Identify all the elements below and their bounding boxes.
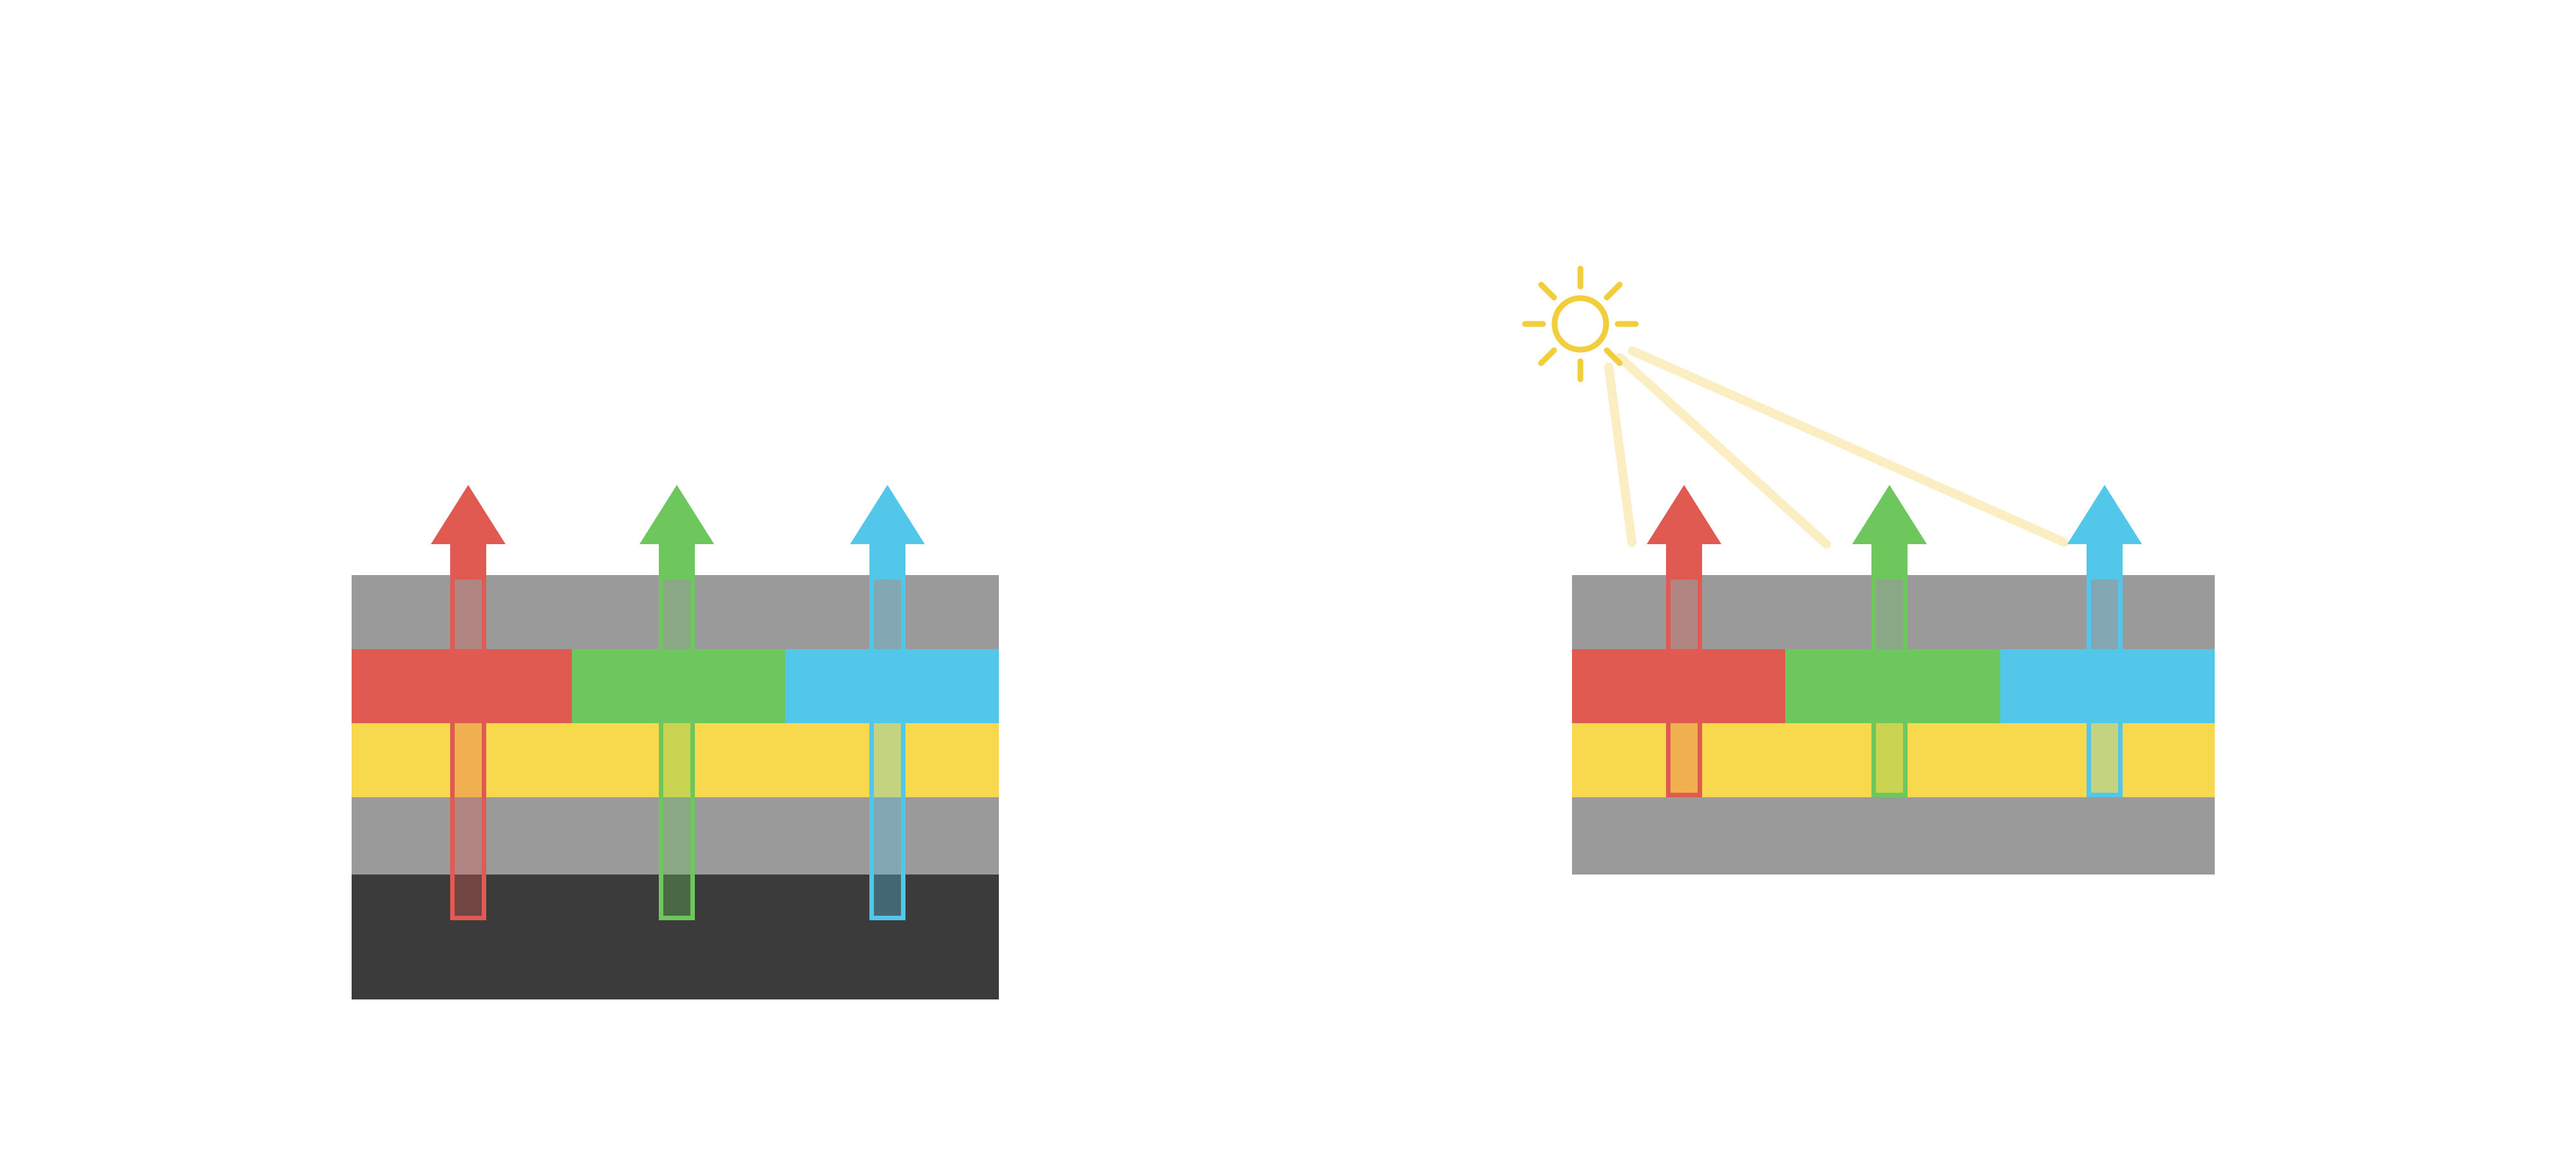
left-red-subpixel	[352, 649, 572, 723]
red-arrowhead	[431, 485, 506, 544]
right-green-subpixel	[1785, 649, 2000, 723]
green-arrow-shaft	[1871, 575, 1908, 797]
green-arrow-shaft	[659, 575, 695, 920]
sun-ray	[1604, 281, 1623, 301]
right-cyan-subpixel	[2000, 649, 2215, 723]
green-arrow-neck	[659, 544, 695, 576]
cyan-arrowhead	[2067, 485, 2142, 544]
cyan-arrowhead	[850, 485, 925, 544]
green-arrowhead	[1852, 485, 1927, 544]
right-top-gray-layer	[1572, 575, 2215, 649]
green-arrowhead	[639, 485, 714, 544]
cyan-arrow-neck	[2087, 544, 2123, 576]
left-bottom-gray-layer	[352, 797, 999, 875]
cyan-arrow-neck	[869, 544, 905, 576]
red-arrow-neck	[1666, 544, 1702, 576]
sun-ray	[1538, 281, 1557, 301]
sun-ray	[1604, 347, 1623, 366]
left-rgb-subpixel-layer	[352, 649, 999, 723]
left-yellow-layer	[352, 723, 999, 797]
sunbeam	[1604, 363, 1636, 547]
left-cyan-subpixel	[785, 649, 999, 723]
right-red-subpixel	[1572, 649, 1785, 723]
red-arrow-neck	[450, 544, 486, 576]
red-arrowhead	[1647, 485, 1721, 544]
left-top-gray-layer	[352, 575, 999, 649]
sun-icon	[1522, 265, 1639, 383]
right-yellow-layer	[1572, 723, 2215, 797]
right-rgb-subpixel-layer	[1572, 649, 2215, 723]
red-arrow-shaft	[1666, 575, 1702, 797]
cyan-arrow-shaft	[869, 575, 905, 920]
right-bottom-gray-layer	[1572, 797, 2215, 875]
sun-ray	[1538, 347, 1557, 366]
green-arrow-neck	[1871, 544, 1908, 576]
red-arrow-shaft	[450, 575, 486, 920]
left-green-subpixel	[572, 649, 785, 723]
cyan-arrow-shaft	[2087, 575, 2123, 797]
left-dark-backlight-layer	[352, 875, 999, 999]
